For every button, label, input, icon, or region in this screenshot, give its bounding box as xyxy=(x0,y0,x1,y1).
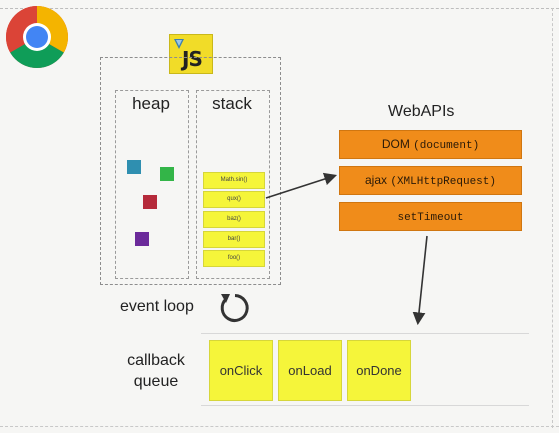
webapi-settimeout-code: setTimeout xyxy=(397,212,464,224)
webapis-title: WebAPIs xyxy=(388,103,455,120)
heap-object xyxy=(160,167,174,181)
heap-object xyxy=(127,160,141,174)
event-loop-label: event loop xyxy=(120,298,194,315)
queue-item-ondone: onDone xyxy=(347,340,411,401)
right-divider xyxy=(552,8,553,428)
stack-frame: foo() xyxy=(203,250,265,267)
js-engine-box xyxy=(100,57,281,285)
stack-frame: baz() xyxy=(203,211,265,228)
heap-panel xyxy=(115,90,189,279)
js-logo: JS xyxy=(169,34,213,74)
queue-bottom-line xyxy=(201,405,529,406)
callback-label-line1: callback xyxy=(127,352,185,369)
stack-frame: Math.sin() xyxy=(203,172,265,189)
queue-item-onclick: onClick xyxy=(209,340,273,401)
heap-object xyxy=(143,195,157,209)
queue-top-line xyxy=(201,333,529,334)
webapi-ajax-prefix: ajax xyxy=(365,173,391,187)
callback-queue-label: callback queue xyxy=(113,350,199,392)
chrome-logo-icon xyxy=(5,5,69,69)
queue-item-onload: onLoad xyxy=(278,340,342,401)
webapis-to-queue-arrow xyxy=(412,235,428,326)
js-badge-icon xyxy=(174,39,184,49)
top-divider xyxy=(0,8,559,9)
callback-label-line2: queue xyxy=(133,373,179,390)
webapi-ajax-code: (XMLHttpRequest) xyxy=(390,176,496,188)
webapi-dom: DOM (document) xyxy=(339,130,522,159)
webapi-dom-code: (document) xyxy=(413,140,480,152)
stack-frame: bar() xyxy=(203,231,265,248)
js-logo-text: JS xyxy=(182,47,203,71)
stack-frame: qux() xyxy=(203,191,265,208)
heap-title: heap xyxy=(132,94,170,113)
bottom-divider xyxy=(0,426,559,427)
webapi-settimeout: setTimeout xyxy=(339,202,522,231)
webapi-dom-prefix: DOM xyxy=(381,137,414,151)
event-loop-icon xyxy=(220,294,249,322)
heap-object xyxy=(135,232,149,246)
stack-title: stack xyxy=(212,94,252,113)
webapi-ajax: ajax (XMLHttpRequest) xyxy=(339,166,522,195)
